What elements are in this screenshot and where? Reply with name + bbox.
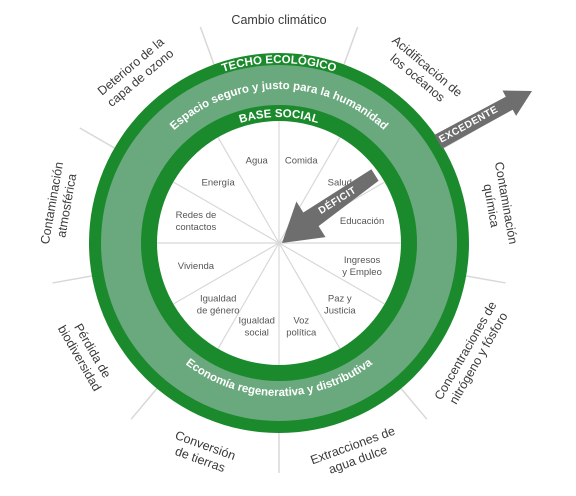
social-foundation-line: Redes de <box>176 210 217 221</box>
outer-spoke <box>342 26 359 67</box>
social-foundation-label: Educación <box>340 216 384 227</box>
ecological-ceiling-label: Contaminaciónquímica <box>477 161 520 248</box>
base-social-label: BASE SOCIAL <box>238 108 320 126</box>
social-foundation-label: Vivienda <box>178 261 215 272</box>
outer-spoke <box>52 274 94 284</box>
inner-spoke <box>278 242 341 349</box>
outer-spoke <box>464 274 506 284</box>
social-foundation-line: y Empleo <box>342 267 382 278</box>
ecological-ceiling-label: Conversiónde tierras <box>168 428 237 477</box>
social-foundation-line: Voz <box>293 316 309 327</box>
social-foundation-line: Ingresos <box>344 255 381 266</box>
social-foundation-line: Paz y <box>328 293 352 304</box>
social-foundation-line: Educación <box>340 216 384 227</box>
base-social-text: BASE SOCIAL <box>238 108 320 126</box>
outer-spoke <box>79 127 117 150</box>
outer-spokes <box>52 26 506 473</box>
social-foundation-line: Salud <box>328 178 352 189</box>
social-foundation-line: contactos <box>176 222 217 233</box>
ecological-ceiling-label: Extracciones deagua dulce <box>309 424 403 482</box>
inner-spoke <box>217 137 280 244</box>
social-foundation-line: Vivienda <box>178 261 215 272</box>
outer-spoke <box>130 386 159 420</box>
social-foundation-line: Comida <box>285 155 318 166</box>
social-foundation-label: Energía <box>202 178 236 189</box>
ecological-ceiling-label: Cambio climático <box>231 13 326 27</box>
social-foundation-label: Agua <box>246 155 269 166</box>
ecological-ceiling-label: Contaminaciónatmosférica <box>38 161 81 248</box>
ecological-ceiling-label: Pérdida debiodiversidad <box>55 315 117 393</box>
social-foundation-line: Agua <box>246 155 269 166</box>
outer-spoke <box>199 26 216 67</box>
inner-spoke <box>173 242 280 305</box>
deficit-arrow-shape <box>282 169 379 243</box>
ecological-ceiling-line: Cambio climático <box>231 13 326 27</box>
social-foundation-label: Comida <box>285 155 318 166</box>
excedente-arrow: EXCEDENTE <box>434 90 532 149</box>
social-foundation-line: Igualdad <box>200 293 236 304</box>
social-foundation-line: Igualdad <box>239 316 275 327</box>
social-foundation-label: Salud <box>328 178 352 189</box>
outer-spoke <box>399 386 428 420</box>
inner-spoke <box>278 242 385 305</box>
inner-spoke <box>217 242 280 349</box>
social-foundation-line: de género <box>197 305 240 316</box>
excedente-label: EXCEDENTE <box>437 104 500 145</box>
inner-spoke <box>173 181 280 244</box>
excedente-arrow-shape <box>434 90 532 149</box>
social-foundation-line: Energía <box>202 178 236 189</box>
social-foundation-line: política <box>286 328 317 339</box>
social-foundation-line: social <box>245 328 269 339</box>
social-foundation-line: Justicia <box>324 305 356 316</box>
